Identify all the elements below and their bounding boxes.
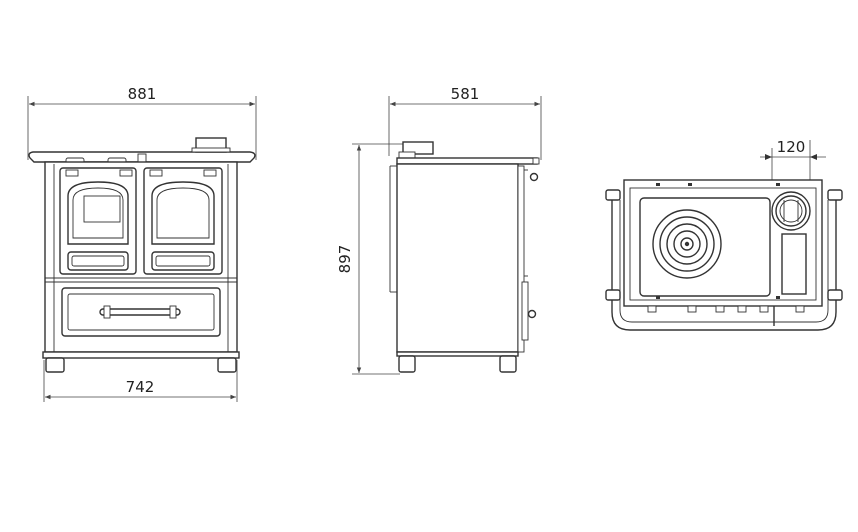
foot-left [45, 357, 65, 373]
right-door [143, 167, 223, 275]
flue-opening [771, 191, 811, 231]
hob-plate [639, 197, 771, 297]
side-knob-bottom [527, 309, 537, 319]
side-view: 581 897 [336, 85, 542, 375]
drawer-handle [99, 308, 181, 316]
towel-rail [611, 196, 837, 331]
side-foot-front [499, 355, 517, 373]
top-view: 120 [605, 138, 843, 331]
dimension-label-742: 742 [126, 378, 155, 396]
front-view: 881 [27, 85, 257, 402]
dimension-height: 897 [336, 143, 405, 375]
dimension-front-width-top: 881 [27, 85, 257, 160]
side-body [396, 163, 519, 353]
side-foot-rear [398, 355, 416, 373]
left-door [59, 167, 137, 275]
side-knob-top [529, 172, 539, 182]
top-view-front-knobs [647, 305, 805, 326]
dimension-front-width-base: 742 [43, 360, 238, 402]
vent-slot [781, 233, 807, 295]
dimension-side-depth: 581 [388, 85, 542, 160]
drawer [61, 287, 221, 337]
dimension-label-881: 881 [128, 85, 157, 103]
dimension-label-120: 120 [777, 138, 806, 156]
side-top-plate [396, 157, 538, 165]
dimension-label-897: 897 [336, 245, 354, 274]
side-flue-collar [402, 141, 434, 155]
dimension-label-581: 581 [451, 85, 480, 103]
foot-right [217, 357, 237, 373]
hob-rings [652, 209, 722, 279]
